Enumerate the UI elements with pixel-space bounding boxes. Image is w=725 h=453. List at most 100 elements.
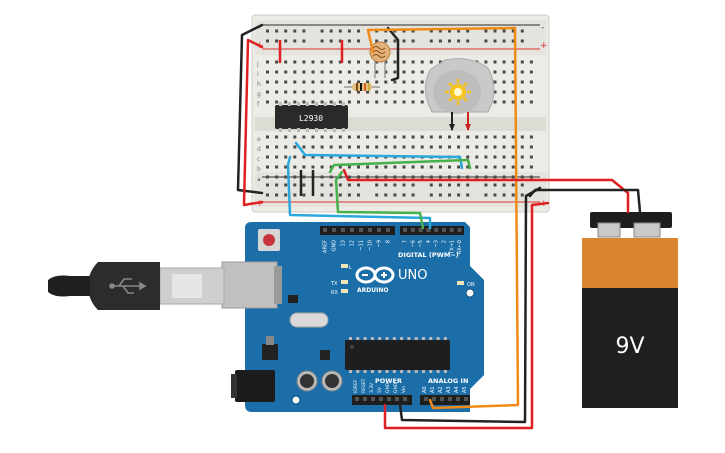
breadboard-hole[interactable]: [484, 145, 488, 149]
breadboard-hole[interactable]: [411, 175, 415, 179]
breadboard-hole[interactable]: [357, 183, 360, 187]
breadboard-hole[interactable]: [357, 90, 360, 94]
breadboard-hole[interactable]: [347, 90, 351, 94]
breadboard-hole[interactable]: [493, 100, 497, 104]
breadboard-hole[interactable]: [493, 193, 497, 197]
wire-green-1[interactable]: [328, 158, 472, 174]
power-pin-socket[interactable]: [403, 397, 407, 401]
breadboard-hole[interactable]: [402, 175, 406, 179]
breadboard-hole[interactable]: [347, 100, 351, 104]
breadboard-hole[interactable]: [284, 60, 288, 64]
breadboard-hole[interactable]: [347, 165, 351, 169]
breadboard-hole[interactable]: [329, 70, 333, 74]
digital-pin-socket[interactable]: [457, 228, 462, 232]
wire-blue-1[interactable]: [286, 155, 432, 230]
breadboard-hole[interactable]: [402, 135, 406, 139]
breadboard-hole[interactable]: [448, 39, 451, 43]
breadboard-hole[interactable]: [266, 165, 269, 169]
breadboard-hole[interactable]: [375, 145, 379, 149]
breadboard-hole[interactable]: [284, 183, 288, 187]
breadboard-hole[interactable]: [502, 100, 506, 104]
breadboard-hole[interactable]: [502, 183, 506, 187]
breadboard-hole[interactable]: [411, 100, 415, 104]
analog-pin-socket[interactable]: [456, 397, 460, 401]
breadboard-hole[interactable]: [411, 135, 415, 139]
breadboard-hole[interactable]: [329, 175, 333, 179]
breadboard-hole[interactable]: [266, 39, 269, 43]
breadboard-hole[interactable]: [429, 165, 433, 169]
wire-orange-a0[interactable]: [366, 26, 520, 410]
breadboard-hole[interactable]: [275, 60, 279, 64]
breadboard-hole[interactable]: [375, 90, 379, 94]
usb-cable[interactable]: [48, 262, 225, 310]
breadboard-hole[interactable]: [511, 135, 515, 139]
power-pin-socket[interactable]: [379, 397, 383, 401]
breadboard-hole[interactable]: [493, 39, 497, 43]
breadboard-hole[interactable]: [384, 70, 388, 74]
breadboard-hole[interactable]: [393, 100, 397, 104]
breadboard-hole[interactable]: [466, 155, 470, 159]
breadboard-hole[interactable]: [320, 100, 324, 104]
breadboard-hole[interactable]: [338, 175, 342, 179]
breadboard-hole[interactable]: [329, 100, 333, 104]
reset-button[interactable]: [263, 234, 275, 246]
breadboard-hole[interactable]: [493, 70, 497, 74]
breadboard-hole[interactable]: [329, 29, 333, 33]
breadboard-hole[interactable]: [429, 145, 433, 149]
breadboard-hole[interactable]: [320, 39, 324, 43]
breadboard-hole[interactable]: [402, 90, 406, 94]
breadboard-hole[interactable]: [347, 145, 351, 149]
breadboard-hole[interactable]: [366, 175, 370, 179]
breadboard-hole[interactable]: [511, 183, 515, 187]
breadboard-hole[interactable]: [402, 100, 406, 104]
breadboard-hole[interactable]: [402, 39, 406, 43]
wire-black-gnd[interactable]: [398, 186, 542, 424]
breadboard-hole[interactable]: [402, 165, 406, 169]
breadboard-hole[interactable]: [484, 60, 488, 64]
breadboard-hole[interactable]: [275, 165, 279, 169]
breadboard-hole[interactable]: [384, 183, 388, 187]
breadboard-hole[interactable]: [438, 165, 442, 169]
usb-b-port[interactable]: [221, 261, 278, 309]
breadboard-hole[interactable]: [529, 175, 533, 179]
breadboard-hole[interactable]: [429, 193, 433, 197]
breadboard-hole[interactable]: [475, 145, 479, 149]
breadboard-hole[interactable]: [384, 90, 388, 94]
breadboard-hole[interactable]: [347, 175, 351, 179]
digital-pin-socket[interactable]: [426, 228, 431, 232]
breadboard-hole[interactable]: [520, 70, 524, 74]
breadboard-hole[interactable]: [320, 90, 324, 94]
breadboard-hole[interactable]: [347, 135, 351, 139]
breadboard-hole[interactable]: [293, 60, 297, 64]
breadboard-hole[interactable]: [357, 193, 360, 197]
breadboard-hole[interactable]: [293, 70, 297, 74]
breadboard-hole[interactable]: [302, 165, 306, 169]
breadboard-hole[interactable]: [266, 29, 269, 33]
breadboard-hole[interactable]: [448, 193, 451, 197]
breadboard-hole[interactable]: [311, 135, 315, 139]
breadboard-hole[interactable]: [302, 183, 306, 187]
breadboard-hole[interactable]: [275, 135, 279, 139]
breadboard-hole[interactable]: [475, 175, 479, 179]
breadboard-hole[interactable]: [275, 183, 279, 187]
digital-pin-socket[interactable]: [403, 228, 407, 232]
breadboard-hole[interactable]: [511, 80, 515, 84]
breadboard-hole[interactable]: [529, 60, 533, 64]
breadboard-hole[interactable]: [338, 135, 342, 139]
breadboard-hole[interactable]: [284, 80, 288, 84]
breadboard-hole[interactable]: [293, 135, 297, 139]
breadboard-hole[interactable]: [438, 145, 442, 149]
breadboard-hole[interactable]: [448, 165, 451, 169]
breadboard-hole[interactable]: [357, 29, 360, 33]
breadboard-hole[interactable]: [438, 60, 442, 64]
breadboard-hole[interactable]: [375, 80, 379, 84]
breadboard-hole[interactable]: [302, 145, 306, 149]
power-pin-socket[interactable]: [363, 397, 367, 401]
breadboard-hole[interactable]: [320, 175, 324, 179]
breadboard-hole[interactable]: [411, 80, 415, 84]
breadboard-hole[interactable]: [493, 165, 497, 169]
breadboard-hole[interactable]: [311, 155, 315, 159]
breadboard-hole[interactable]: [511, 29, 515, 33]
breadboard-hole[interactable]: [329, 39, 333, 43]
breadboard-hole[interactable]: [438, 135, 442, 139]
